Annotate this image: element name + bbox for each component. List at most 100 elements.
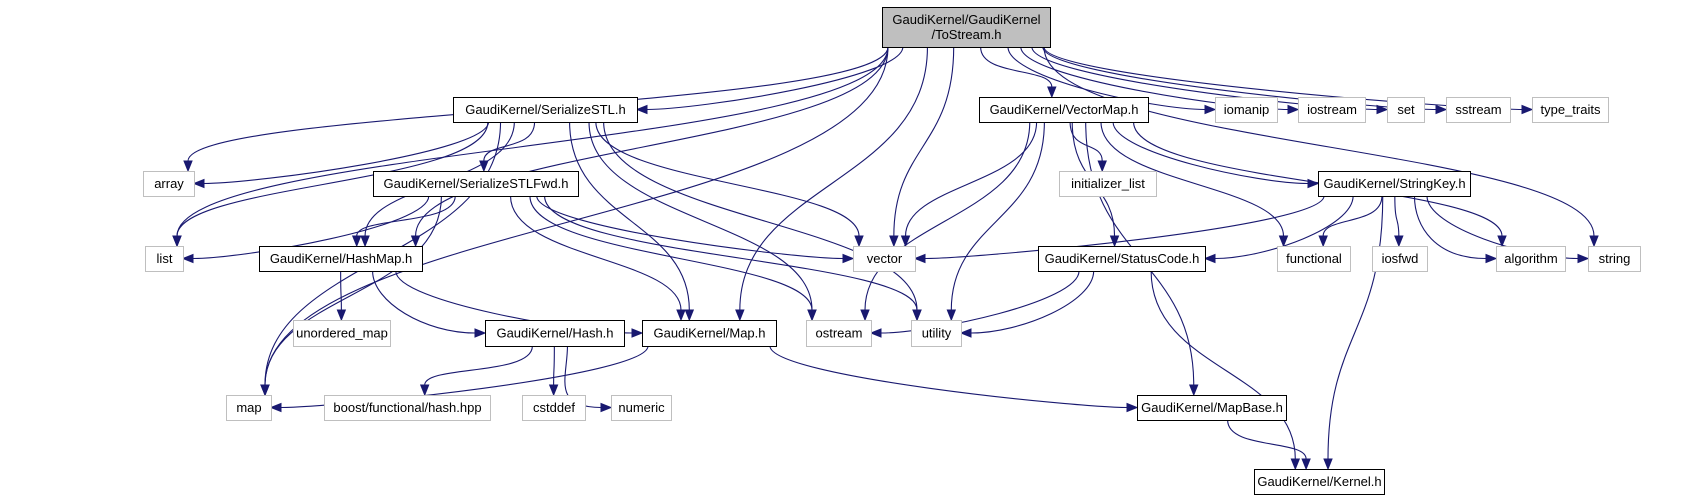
node-box	[1588, 246, 1641, 272]
node-sstream[interactable]: sstream	[1446, 97, 1511, 123]
node-hashmap[interactable]: GaudiKernel/HashMap.h	[259, 246, 423, 272]
node-label: GaudiKernel/Kernel.h	[1257, 474, 1381, 489]
edge-line	[769, 345, 1128, 409]
arrowhead-icon	[912, 309, 922, 322]
node-box	[1038, 246, 1206, 272]
node-box	[1277, 246, 1351, 272]
edge-statuscode-to-utility	[959, 270, 1095, 338]
node-box	[1532, 97, 1609, 123]
edge-line	[203, 121, 490, 185]
node-boost-hash[interactable]: boost/functional/hash.hpp	[324, 395, 491, 421]
node-box	[145, 246, 184, 272]
nodes-layer: GaudiKernel/GaudiKernel/ToStream.hGaudiK…	[143, 7, 1641, 495]
node-map[interactable]: map	[226, 395, 272, 421]
edge-line	[595, 121, 860, 237]
node-label: string	[1599, 251, 1631, 266]
edge-serializestlfwd-to-ostream	[529, 195, 817, 322]
node-label: GaudiKernel/VectorMap.h	[990, 102, 1139, 117]
edge-tostream-to-string	[1043, 46, 1599, 248]
edge-hash-to-cstddef	[548, 345, 559, 397]
arrowhead-icon	[1204, 104, 1217, 115]
node-hash[interactable]: GaudiKernel/Hash.h	[485, 320, 625, 347]
node-algorithm[interactable]: algorithm	[1496, 246, 1566, 272]
arrowhead-icon	[1323, 458, 1333, 471]
node-functional[interactable]: functional	[1277, 246, 1351, 272]
node-statuscode[interactable]: GaudiKernel/StatusCode.h	[1038, 246, 1206, 272]
arrowhead-icon	[1307, 178, 1320, 189]
edge-line	[646, 46, 904, 111]
edge-tostream-to-map-h	[735, 46, 928, 322]
node-cstddef[interactable]: cstddef	[522, 395, 586, 421]
node-type-traits[interactable]: type_traits	[1532, 97, 1609, 123]
arrowhead-icon	[676, 309, 686, 322]
node-label: type_traits	[1541, 102, 1601, 117]
edge-serializestlfwd-to-hashmap	[351, 195, 456, 248]
node-unordered-map[interactable]: unordered_map	[293, 320, 391, 347]
edge-serializestl-to-list	[172, 121, 489, 248]
edge-vectormap-to-algorithm	[1133, 121, 1507, 248]
node-list[interactable]: list	[145, 246, 184, 272]
node-stringkey[interactable]: GaudiKernel/StringKey.h	[1318, 171, 1471, 197]
node-vector[interactable]: vector	[853, 246, 916, 272]
edges-layer	[172, 46, 1599, 471]
node-label: functional	[1286, 251, 1342, 266]
node-box	[1496, 246, 1566, 272]
node-initializer-list[interactable]: initializer_list	[1059, 171, 1157, 197]
edge-mapbase-to-kernel	[1227, 419, 1311, 471]
node-numeric[interactable]: numeric	[611, 395, 672, 421]
node-label: vector	[867, 251, 903, 266]
node-label: GaudiKernel/Hash.h	[496, 326, 613, 341]
node-label: algorithm	[1504, 251, 1557, 266]
arrowhead-icon	[854, 235, 864, 248]
node-iosfwd[interactable]: iosfwd	[1372, 246, 1428, 272]
node-utility[interactable]: utility	[911, 320, 962, 347]
node-map-h[interactable]: GaudiKernel/Map.h	[642, 320, 777, 347]
node-serializestlfwd[interactable]: GaudiKernel/SerializeSTLFwd.h	[373, 171, 579, 197]
node-string[interactable]: string	[1588, 246, 1641, 272]
edge-line	[603, 121, 918, 311]
edge-serializestlfwd-to-map-h	[509, 195, 686, 322]
edge-stringkey-to-algorithm	[1413, 195, 1498, 264]
edge-serializestl-to-serializestlfwd	[479, 121, 536, 173]
node-box	[911, 320, 962, 347]
node-box	[979, 97, 1149, 123]
arrowhead-icon	[360, 235, 370, 248]
node-ostream[interactable]: ostream	[806, 320, 872, 347]
node-vectormap[interactable]: GaudiKernel/VectorMap.h	[979, 97, 1149, 123]
edge-stringkey-to-functional	[1318, 195, 1383, 248]
node-kernel[interactable]: GaudiKernel/Kernel.h	[1254, 469, 1385, 495]
node-array[interactable]: array	[143, 171, 195, 197]
node-box	[1446, 97, 1511, 123]
edge-vectormap-to-vector	[900, 121, 1038, 248]
node-label: GaudiKernel/SerializeSTLFwd.h	[384, 176, 569, 191]
arrowhead-icon	[684, 309, 695, 322]
node-iostream[interactable]: iostream	[1298, 97, 1366, 123]
edge-serializestl-to-array	[192, 121, 490, 189]
arrowhead-icon	[1126, 402, 1139, 413]
node-serializestl[interactable]: GaudiKernel/SerializeSTL.h	[453, 97, 638, 123]
node-box	[1298, 97, 1366, 123]
arrowhead-icon	[1589, 235, 1599, 248]
arrowhead-icon	[351, 235, 362, 248]
arrowhead-icon	[336, 309, 347, 322]
node-mapbase[interactable]: GaudiKernel/MapBase.h	[1137, 395, 1287, 421]
arrowhead-icon	[635, 104, 648, 115]
node-set[interactable]: set	[1387, 97, 1425, 123]
node-box	[373, 171, 579, 197]
arrowhead-icon	[479, 160, 489, 173]
node-label: sstream	[1455, 102, 1501, 117]
edge-stringkey-to-kernel	[1323, 195, 1384, 471]
arrowhead-icon	[260, 384, 270, 397]
edge-line	[980, 46, 1053, 88]
edge-line	[553, 345, 555, 386]
node-label: GaudiKernel/Map.h	[653, 326, 765, 341]
node-iomanip[interactable]: iomanip	[1215, 97, 1278, 123]
arrowhead-icon	[1394, 235, 1404, 248]
edge-hash-to-boost-hash	[419, 345, 533, 397]
edge-hashmap-to-unordered-map	[336, 270, 347, 322]
arrowhead-icon	[600, 402, 613, 413]
node-tostream[interactable]: GaudiKernel/GaudiKernel/ToStream.h	[882, 7, 1051, 48]
edge-hashmap-to-hash	[372, 270, 487, 338]
node-box	[453, 97, 638, 123]
arrowhead-icon	[1318, 235, 1328, 248]
